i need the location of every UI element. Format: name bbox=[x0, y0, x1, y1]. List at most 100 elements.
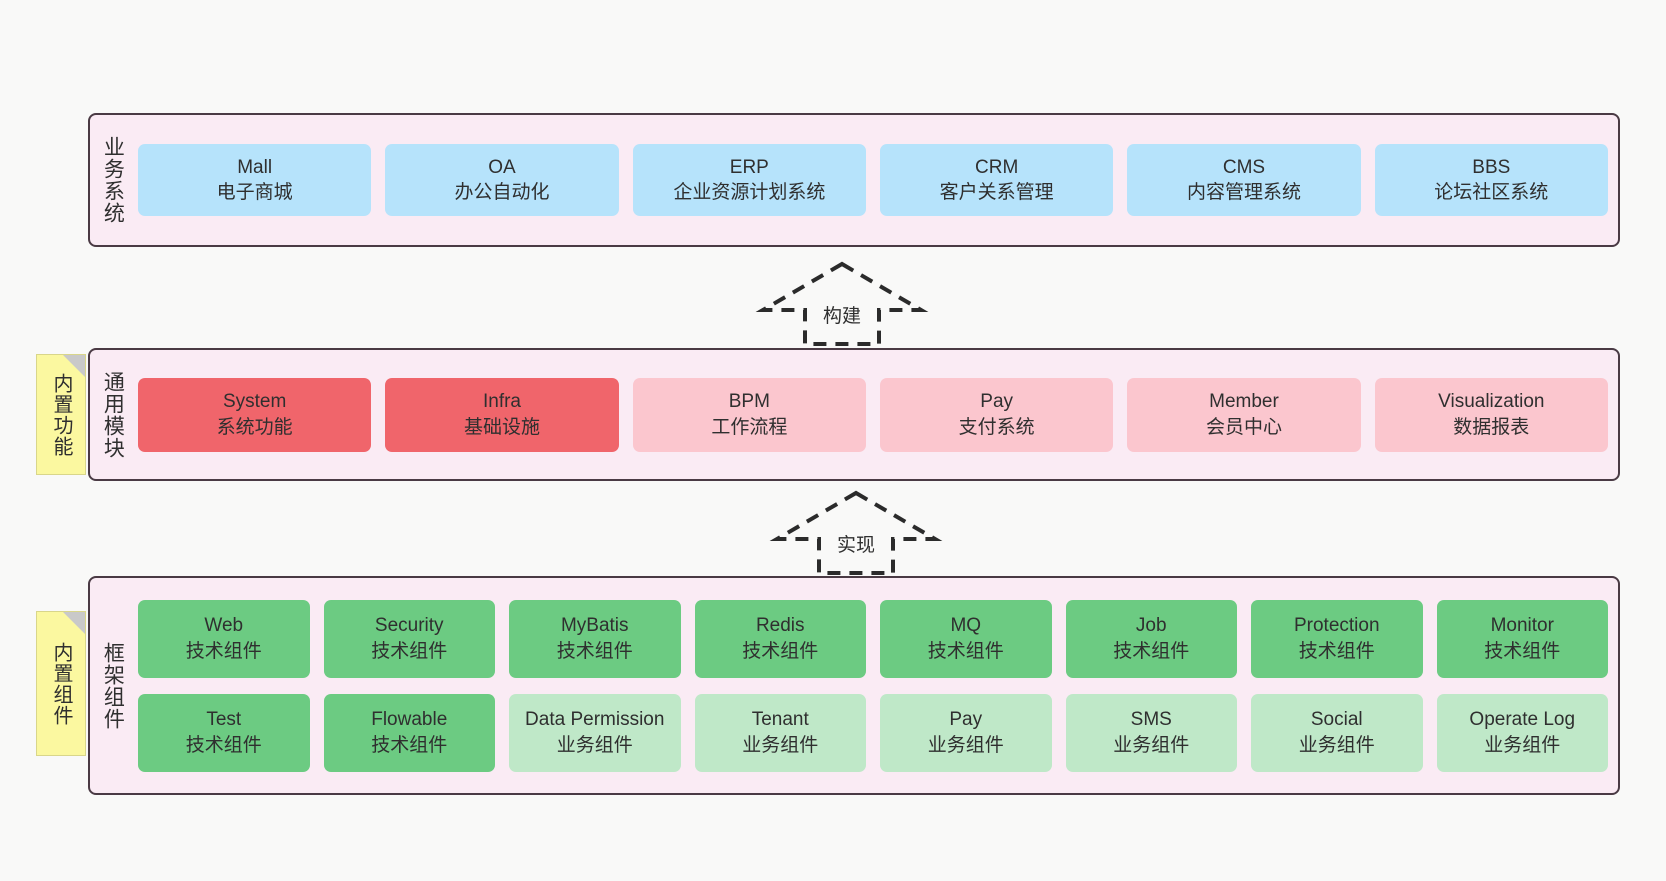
card-title: SMS bbox=[1130, 709, 1172, 731]
card-subtitle: 技术组件 bbox=[1113, 640, 1190, 662]
card-subtitle: 内容管理系统 bbox=[1186, 182, 1301, 203]
card-subtitle: 论坛社区系统 bbox=[1434, 182, 1549, 203]
card-title: Test bbox=[206, 709, 242, 731]
framework-card-pay[interactable]: Pay 业务组件 bbox=[880, 693, 1052, 772]
framework-card-mq[interactable]: MQ 技术组件 bbox=[880, 599, 1052, 678]
framework-card-data-permission[interactable]: Data Permission 业务组件 bbox=[509, 693, 681, 772]
sticky-fold-icon bbox=[63, 355, 85, 377]
card-title: BPM bbox=[728, 391, 770, 413]
card-title: Member bbox=[1209, 391, 1279, 413]
arrow-build: 构建 bbox=[755, 258, 929, 350]
card-title: MyBatis bbox=[560, 615, 629, 637]
card-title: Flowable bbox=[371, 709, 448, 731]
business-card-cms[interactable]: CMS 内容管理系统 bbox=[1127, 144, 1361, 216]
card-subtitle: 业务组件 bbox=[1484, 734, 1561, 756]
sticky-note-builtin-component: 内置组件 bbox=[36, 611, 86, 756]
card-subtitle: 技术组件 bbox=[371, 640, 448, 662]
layer-common-module-title: 通用模块 bbox=[101, 370, 125, 459]
card-title: Pay bbox=[980, 391, 1014, 413]
framework-card-mybatis[interactable]: MyBatis 技术组件 bbox=[509, 599, 681, 678]
card-subtitle: 业务组件 bbox=[1298, 734, 1375, 756]
business-card-oa[interactable]: OA 办公自动化 bbox=[385, 144, 619, 216]
sticky-fold-icon bbox=[63, 612, 85, 634]
card-subtitle: 技术组件 bbox=[556, 640, 633, 662]
card-title: CRM bbox=[975, 156, 1019, 178]
card-title: Redis bbox=[755, 615, 805, 637]
framework-card-social[interactable]: Social 业务组件 bbox=[1251, 693, 1423, 772]
card-title: Social bbox=[1310, 709, 1363, 731]
card-title: Web bbox=[204, 615, 244, 637]
card-title: BBS bbox=[1472, 156, 1511, 178]
card-subtitle: 业务组件 bbox=[1113, 734, 1190, 756]
card-subtitle: 客户关系管理 bbox=[939, 182, 1054, 203]
framework-card-sms[interactable]: SMS 业务组件 bbox=[1065, 693, 1237, 772]
framework-card-protection[interactable]: Protection 技术组件 bbox=[1251, 599, 1423, 678]
card-title: Monitor bbox=[1490, 615, 1554, 637]
card-subtitle: 支付系统 bbox=[958, 416, 1035, 438]
business-card-bbs[interactable]: BBS 论坛社区系统 bbox=[1374, 144, 1608, 216]
module-card-member[interactable]: Member 会员中心 bbox=[1127, 377, 1361, 452]
module-card-pay[interactable]: Pay 支付系统 bbox=[879, 377, 1114, 452]
card-title: MQ bbox=[950, 615, 982, 637]
layer-business-system-body: Mall 电子商城 OA 办公自动化 ERP 企业资源计划系统 CRM 客户关系管理 CMS 内容… bbox=[134, 115, 1618, 245]
arrow-implement: 实现 bbox=[769, 487, 943, 579]
card-title: Job bbox=[1135, 615, 1167, 637]
card-title: Infra bbox=[482, 391, 521, 413]
framework-card-job[interactable]: Job 技术组件 bbox=[1065, 599, 1237, 678]
card-title: Visualization bbox=[1438, 391, 1545, 413]
card-title: ERP bbox=[729, 156, 769, 178]
card-subtitle: 技术组件 bbox=[371, 734, 448, 756]
layer-business-system-title: 业务系统 bbox=[101, 136, 125, 224]
card-title: System bbox=[222, 391, 287, 413]
card-subtitle: 技术组件 bbox=[927, 640, 1004, 662]
card-subtitle: 企业资源计划系统 bbox=[673, 182, 826, 203]
framework-card-flowable[interactable]: Flowable 技术组件 bbox=[323, 693, 495, 772]
card-subtitle: 办公自动化 bbox=[454, 182, 550, 203]
arrow-build-shape bbox=[755, 261, 929, 346]
card-subtitle: 会员中心 bbox=[1205, 416, 1282, 438]
card-title: Pay bbox=[949, 709, 983, 731]
card-subtitle: 业务组件 bbox=[556, 734, 633, 756]
card-title: Data Permission bbox=[525, 709, 665, 731]
card-subtitle: 技术组件 bbox=[1298, 640, 1375, 662]
card-title: CMS bbox=[1222, 156, 1266, 178]
module-card-infra[interactable]: Infra 基础设施 bbox=[385, 377, 619, 452]
card-subtitle: 工作流程 bbox=[711, 416, 788, 438]
card-title: OA bbox=[488, 156, 516, 178]
card-subtitle: 业务组件 bbox=[927, 734, 1004, 756]
sticky-note-builtin-function-label: 内置功能 bbox=[50, 372, 72, 457]
arrow-implement-shape bbox=[769, 490, 943, 575]
card-subtitle: 业务组件 bbox=[742, 734, 819, 756]
module-card-bpm[interactable]: BPM 工作流程 bbox=[632, 377, 866, 452]
card-subtitle: 电子商城 bbox=[216, 182, 293, 203]
framework-card-operate-log[interactable]: Operate Log 业务组件 bbox=[1436, 693, 1608, 772]
layer-business-system: 业务系统 Mall 电子商城 OA 办公自动化 ERP 企业资源计划系统 CRM 客户关系管理… bbox=[88, 113, 1620, 247]
business-row: Mall 电子商城 OA 办公自动化 ERP 企业资源计划系统 CRM 客户关系管理 CMS 内容… bbox=[138, 144, 1608, 216]
business-card-erp[interactable]: ERP 企业资源计划系统 bbox=[632, 144, 866, 216]
layer-framework-component-title: 框架组件 bbox=[101, 641, 125, 730]
card-title: Protection bbox=[1293, 615, 1380, 637]
card-subtitle: 基础设施 bbox=[463, 416, 540, 438]
sticky-note-builtin-component-label: 内置组件 bbox=[50, 641, 72, 726]
card-subtitle: 技术组件 bbox=[185, 734, 262, 756]
card-title: Operate Log bbox=[1469, 709, 1576, 731]
business-card-crm[interactable]: CRM 客户关系管理 bbox=[879, 144, 1114, 216]
framework-card-test[interactable]: Test 技术组件 bbox=[138, 693, 310, 772]
business-card-mall[interactable]: Mall 电子商城 bbox=[138, 144, 372, 216]
card-title: Mall bbox=[237, 156, 273, 178]
